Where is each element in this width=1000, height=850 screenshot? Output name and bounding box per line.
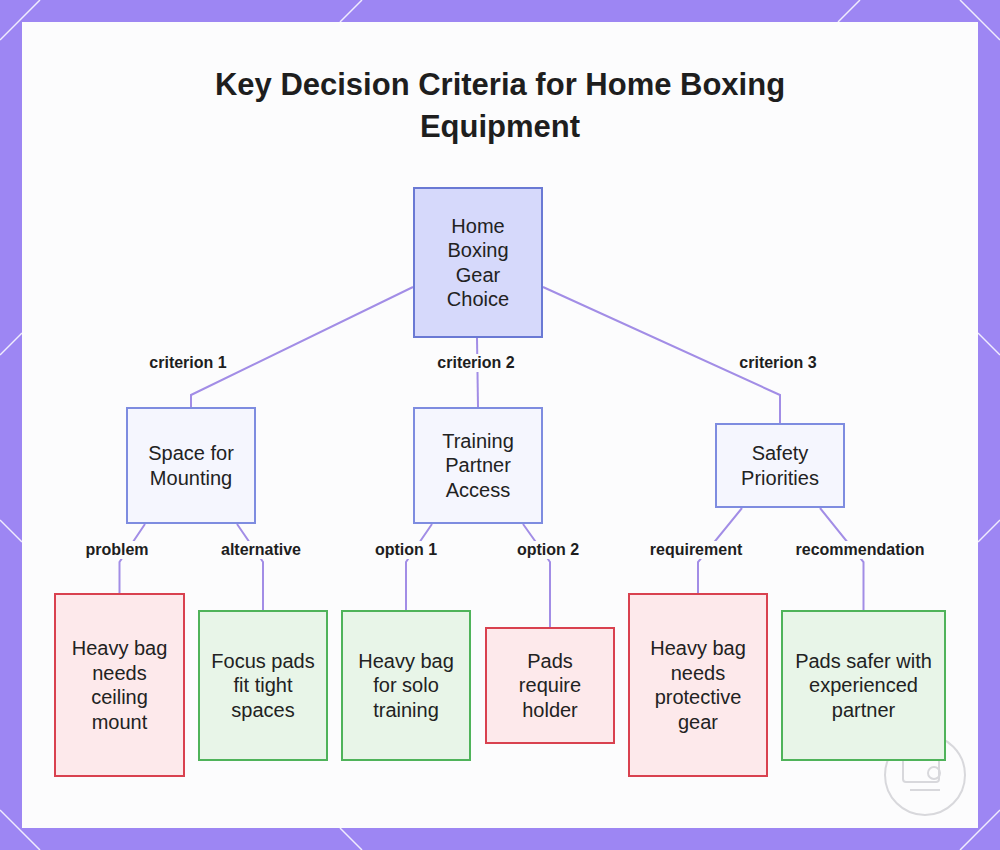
connector-line <box>237 524 263 610</box>
edge-label: criterion 3 <box>736 354 819 372</box>
connector-line <box>523 524 550 627</box>
node-text: Heavy bag needs ceiling mount <box>56 636 183 734</box>
node-text: Safety Priorities <box>717 441 843 490</box>
edge-label: recommendation <box>793 541 928 559</box>
node-text: Heavy bag needs protective gear <box>630 636 766 734</box>
edge-label: criterion 2 <box>434 354 517 372</box>
connector-line <box>477 338 478 407</box>
edge-label: option 1 <box>372 541 440 559</box>
node-text: Focus pads fit tight spaces <box>200 649 326 723</box>
node-text: Pads safer with experienced partner <box>783 649 944 723</box>
criterion-box: Training Partner Access <box>413 407 543 524</box>
diagram-title: Key Decision Criteria for Home Boxing Eq… <box>150 64 850 148</box>
option-box: Heavy bag for solo training <box>341 610 471 761</box>
node-text: Training Partner Access <box>415 429 541 503</box>
node-text: Home Boxing Gear Choice <box>415 214 541 312</box>
problem-box: Heavy bag needs protective gear <box>628 593 768 777</box>
connector-line <box>191 287 413 407</box>
criterion-box: Safety Priorities <box>715 423 845 508</box>
connector-line <box>820 508 864 610</box>
connector-line <box>406 524 432 610</box>
edge-label: criterion 1 <box>146 354 229 372</box>
edge-label: requirement <box>647 541 745 559</box>
node-text: Pads require holder <box>487 649 613 723</box>
node-text: Heavy bag for solo training <box>343 649 469 723</box>
problem-box: Heavy bag needs ceiling mount <box>54 593 185 777</box>
edge-label: option 2 <box>514 541 582 559</box>
node-text: Space for Mounting <box>128 441 254 490</box>
edge-label: problem <box>82 541 151 559</box>
option-box: Focus pads fit tight spaces <box>198 610 328 761</box>
problem-box: Pads require holder <box>485 627 615 744</box>
root-box: Home Boxing Gear Choice <box>413 187 543 338</box>
edge-label: alternative <box>218 541 304 559</box>
option-box: Pads safer with experienced partner <box>781 610 946 761</box>
criterion-box: Space for Mounting <box>126 407 256 524</box>
